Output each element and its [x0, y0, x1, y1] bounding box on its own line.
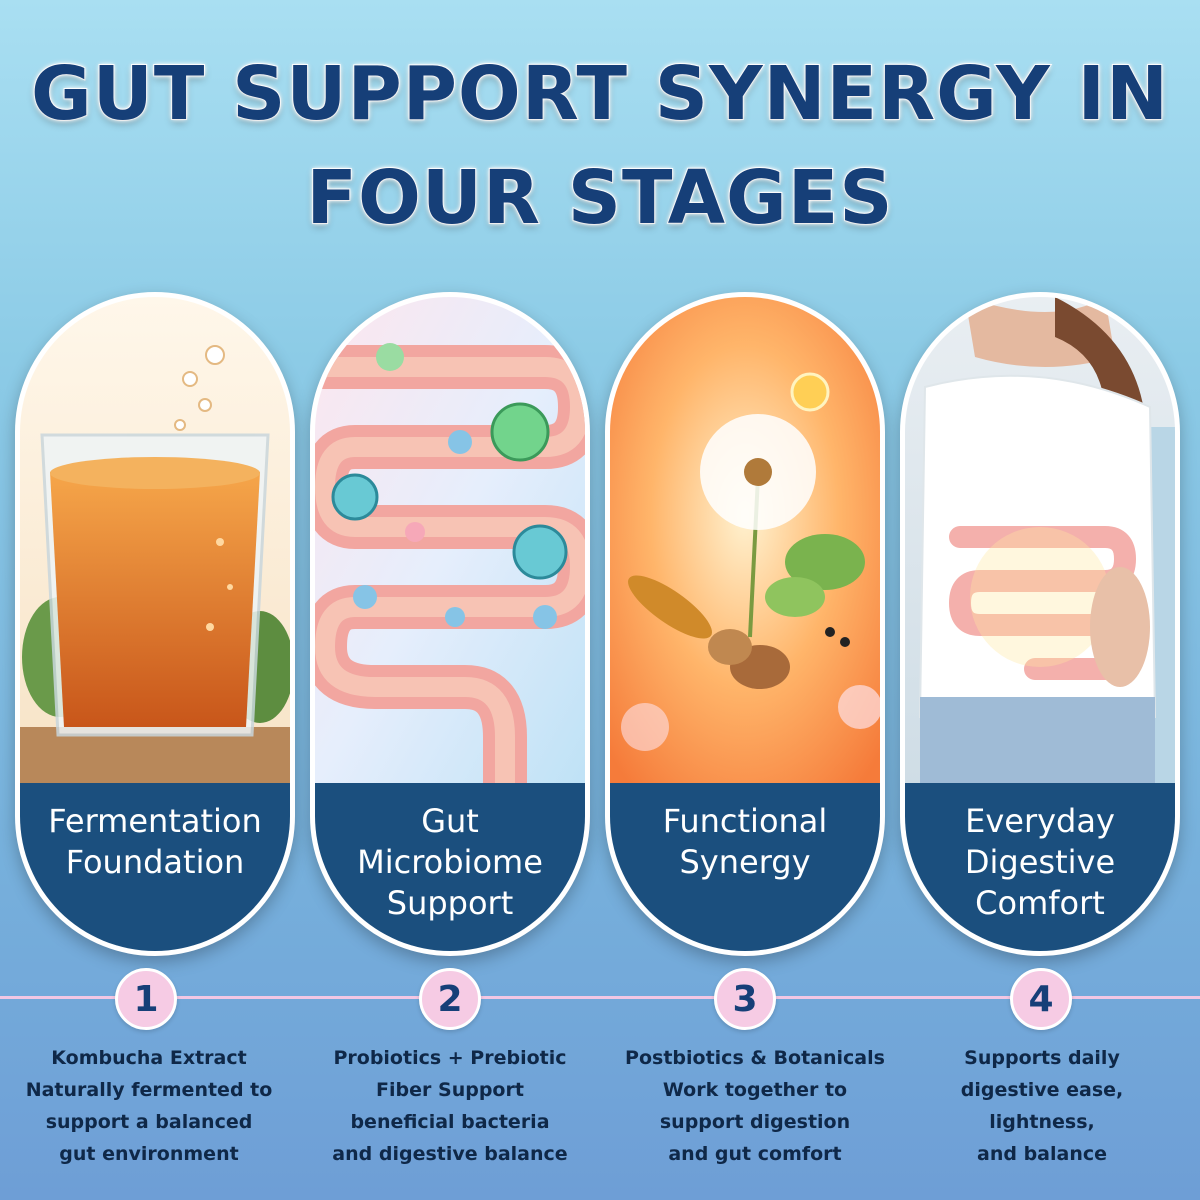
stage-description: Probiotics + Prebiotic Fiber Support ben…: [332, 1047, 568, 1165]
stage-number-badge: 1: [115, 968, 177, 1030]
stage-card-synergy: Functional Synergy: [605, 292, 885, 956]
stage-number-badge: 3: [714, 968, 776, 1030]
stage-heading: Fermentation Foundation: [48, 802, 262, 881]
stage-description: Supports daily digestive ease, lightness…: [960, 1047, 1124, 1165]
stage-heading: Gut Microbiome Support: [357, 802, 543, 922]
stage-heading-band: Fermentation Foundation: [20, 783, 290, 951]
stage-card-fermentation: Fermentation Foundation: [15, 292, 295, 956]
stage-heading: Everyday Digestive Comfort: [964, 802, 1116, 922]
kombucha-glass-illustration: [20, 297, 290, 783]
stage-heading: Functional Synergy: [662, 802, 828, 881]
page-title: GUT SUPPORT SYNERGY IN FOUR STAGES: [30, 50, 1169, 242]
timeline-line: [0, 996, 1200, 999]
stage-heading-band: Functional Synergy: [610, 783, 880, 951]
stage-number-badge: 4: [1010, 968, 1072, 1030]
stage-card-comfort: Everyday Digestive Comfort: [900, 292, 1180, 956]
gut-microbiome-illustration: [315, 297, 585, 783]
stage-number-badge: 2: [419, 968, 481, 1030]
woman-digestive-comfort-illustration: [905, 297, 1175, 783]
stage-description: Postbiotics & Botanicals Work together t…: [625, 1047, 885, 1165]
stage-description: Kombucha Extract Naturally fermented to …: [25, 1047, 273, 1165]
stage-card-microbiome: Gut Microbiome Support: [310, 292, 590, 956]
stage-heading-band: Everyday Digestive Comfort: [905, 783, 1175, 951]
botanicals-illustration: [610, 297, 880, 783]
stage-heading-band: Gut Microbiome Support: [315, 783, 585, 951]
